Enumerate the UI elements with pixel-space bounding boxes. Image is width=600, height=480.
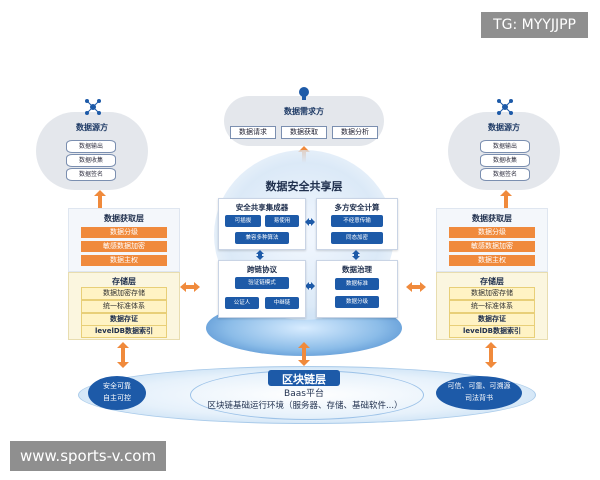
left-storage-item: 统一标准体系	[81, 300, 167, 313]
network-icon	[497, 99, 513, 115]
demand-item: 数据获取	[281, 126, 327, 139]
right-badge-line: 司法背书	[465, 394, 493, 402]
left-storage-title: 存储层	[112, 277, 136, 286]
crosschain-item: 公证人	[225, 297, 259, 309]
demand-item: 数据分析	[332, 126, 378, 139]
arrow-icon	[180, 282, 200, 292]
right-acquisition-panel: 数据获取层 数据分级 敏感数据加密 数据主权	[436, 208, 548, 272]
right-storage-item: levelDB数据索引	[449, 325, 535, 338]
right-storage-title: 存储层	[480, 277, 504, 286]
left-badge-line: 自主可控	[103, 394, 131, 402]
left-acquisition-title: 数据获取层	[104, 214, 144, 223]
mpc-item: 同态加密	[331, 232, 383, 244]
right-badge	[436, 376, 522, 410]
left-acquisition-item: 数据分级	[81, 227, 167, 238]
right-acquisition-item: 数据主权	[449, 255, 535, 266]
left-source-item: 数据签名	[66, 168, 116, 181]
left-source-item: 数据输出	[66, 140, 116, 153]
right-badge-line: 可信、可靠、可溯源	[447, 382, 511, 390]
right-acquisition-item: 敏感数据加密	[449, 241, 535, 252]
left-badge	[88, 376, 146, 410]
governance-title: 数据治理	[342, 265, 372, 274]
left-acquisition-item: 数据主权	[81, 255, 167, 266]
watermark-top: TG: MYYJJPP	[481, 12, 588, 38]
left-acquisition-panel: 数据获取层 数据分级 敏感数据加密 数据主权	[68, 208, 180, 272]
left-source-item: 数据收集	[66, 154, 116, 167]
arrow-icon	[94, 190, 106, 210]
integrator-item: 兼容多种算法	[235, 232, 289, 244]
integrator-item: 可插拔	[225, 215, 261, 227]
left-badge-line: 安全可靠	[103, 382, 131, 390]
arrow-icon	[406, 282, 426, 292]
integrator-card: 安全共享集成器 可插拔 易使用 兼容多种算法	[218, 198, 306, 250]
crosschain-item: 验证链模式	[235, 277, 289, 289]
right-data-source-cloud: 数据源方 数据输出 数据收集 数据签名	[448, 99, 560, 190]
center-title: 数据安全共享层	[265, 180, 343, 193]
integrator-title: 安全共享集成器	[235, 203, 289, 212]
right-source-item: 数据输出	[480, 140, 530, 153]
lightbulb-icon	[299, 87, 309, 100]
right-source-item: 数据收集	[480, 154, 530, 167]
right-source-title: 数据源方	[488, 123, 520, 132]
right-source-item: 数据签名	[480, 168, 530, 181]
mpc-card: 多方安全计算 不经意传输 同态加密	[316, 198, 398, 250]
right-storage-panel: 存储层 数据加密存储 统一标准体系 数据存证 levelDB数据索引	[436, 272, 548, 340]
governance-card: 数据治理 数据标准 数据分级	[316, 260, 398, 318]
crosschain-title: 跨链协议	[247, 265, 277, 274]
integrator-item: 易使用	[265, 215, 299, 227]
arrow-icon	[500, 190, 512, 210]
demand-title: 数据需求方	[284, 107, 324, 116]
blockchain-title: 区块链层	[282, 373, 326, 386]
blockchain-runtime: 区块链基础运行环境（服务器、存储、基础软件...）	[207, 401, 403, 411]
governance-item: 数据分级	[335, 296, 379, 308]
arrow-icon	[305, 282, 315, 290]
arrow-icon	[305, 218, 315, 226]
arrow-icon	[117, 342, 129, 368]
arrow-icon	[485, 342, 497, 368]
demand-item: 数据请求	[230, 126, 276, 139]
baas-platform: Baas平台	[284, 389, 324, 399]
arrow-icon	[298, 342, 310, 366]
crosschain-item: 中继链	[265, 297, 299, 309]
right-acquisition-title: 数据获取层	[472, 214, 512, 223]
right-storage-item: 统一标准体系	[449, 300, 535, 313]
crosschain-card: 跨链协议 验证链模式 公证人 中继链	[218, 260, 306, 318]
left-storage-item: 数据加密存储	[81, 287, 167, 300]
left-source-title: 数据源方	[76, 123, 108, 132]
mpc-item: 不经意传输	[331, 215, 383, 227]
mpc-title: 多方安全计算	[334, 203, 380, 212]
data-demand-cloud: 数据需求方 数据请求 数据获取 数据分析	[224, 87, 384, 146]
left-storage-panel: 存储层 数据加密存储 统一标准体系 数据存证 levelDB数据索引	[68, 272, 180, 340]
blockchain-title-banner	[268, 370, 340, 386]
left-data-source-cloud: 数据源方 数据输出 数据收集 数据签名	[36, 99, 148, 190]
arrow-icon	[352, 250, 360, 260]
arrow-icon	[256, 250, 264, 260]
watermark-bottom: www.sports-v.com	[10, 441, 167, 471]
right-acquisition-item: 数据分级	[449, 227, 535, 238]
left-acquisition-item: 敏感数据加密	[81, 241, 167, 252]
left-storage-item: levelDB数据索引	[81, 325, 167, 338]
network-icon	[85, 99, 101, 115]
right-storage-item: 数据加密存储	[449, 287, 535, 300]
governance-item: 数据标准	[335, 278, 379, 290]
